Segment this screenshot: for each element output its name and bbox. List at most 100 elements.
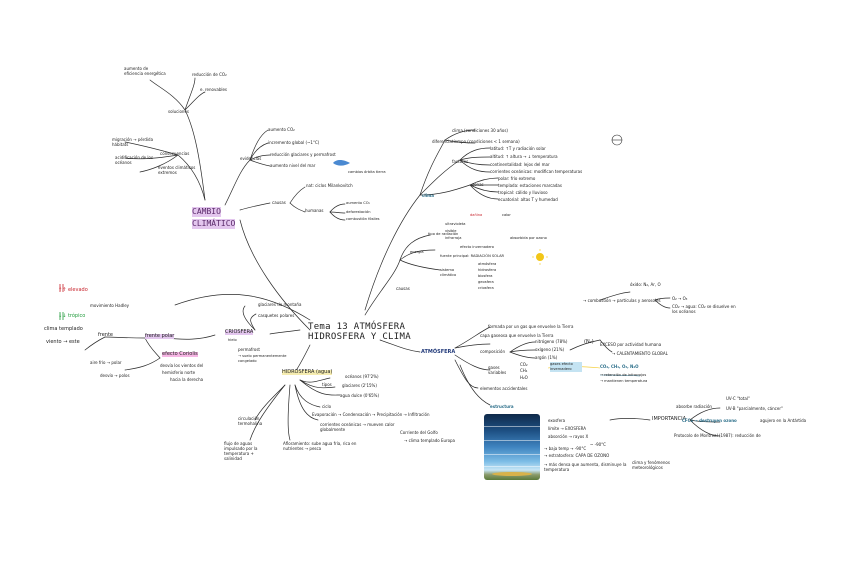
humanas-co2: aumento CO₂ [346,201,370,206]
imp-absorbe: absorbe radiación [676,404,712,409]
atmos-co2-oceanos: CO₂ → agua: CO₂ se disuelve en los océan… [672,304,738,314]
estr-absorcion: absorción → rayos X [548,434,588,439]
eventos-climaticos: eventos climáticos extremos [158,165,202,175]
consecuencias-label: consecuencias [160,151,189,156]
permafrost: permafrost [238,347,260,352]
clima-30anos: clima (condiciones 30 años) [452,128,508,133]
estr-exosfera: exosfera [548,418,565,423]
rad-infrarroja: infrarroja [445,236,461,241]
evidencias-label: evidencias [240,156,261,161]
coriolis-desc-1: desvía los vientos del [160,363,203,368]
comp-oxigeno: oxígeno (21%) [535,347,564,352]
elementos-accidentales: elementos accidentales [480,386,527,391]
zona-tropical: tropical: cálido y lluvioso [498,190,548,195]
coriolis-desc-3: hacia la derecha [170,377,203,382]
zona-templada: templada: estaciones marcadas [498,183,562,188]
atmos-o2o3: O₂ → O₃ [672,296,687,301]
estr-estratosfera: → estratosfera: CAPA DE OZONO [544,453,609,458]
calentamiento-global: → CALENTAMIENTO GLOBAL [612,351,668,356]
atmos-formada: formada por un gas que envuelve la Tierr… [488,324,573,329]
tiempo-semana: tiempo (condiciones < 1 semana) [452,139,520,144]
glaciares-montana: glaciares de montaña [258,302,301,307]
factor-latitud: latitud: ↑T y radiación solar [490,146,546,151]
imp-uvc: UV-C "total" [726,396,750,401]
causas-naturales: nat: ciclos Milankovitch [306,183,353,188]
migracion: migración → pérdida hábitats [112,137,162,147]
energia-label: energía [410,250,424,255]
sc-geosfera: geosfera [478,280,494,285]
gases-lista: CO₂, CH₄, O₃, N₂O [600,364,639,369]
atmos-capa: capa gaseosa que envuelve la Tierra [480,333,553,338]
suelo-congelado: → suelo permanentemente congelado [238,354,298,364]
gas-ch4: CH₄ [520,368,527,373]
atmos-composicion: composición [480,349,505,354]
hidro-ciclo-desc: Evaporación → Condensación → Precipitaci… [312,412,429,417]
comp-argon: argón (1%) [535,355,557,360]
comp-n2: (N₂) [584,340,594,345]
zonas-label: zonas [472,182,484,187]
clima-europa: → clima templado Europa [404,438,455,443]
circulacion-termohalina: circulación termohalina [238,416,274,426]
imp-uvb: UV-B "parcialmente, cáncer" [726,406,783,411]
hidro-ciclo: ciclo [322,404,331,409]
causas-label: causas [272,200,286,205]
clima-fenomenos: clima y fenómenos meteorológicos [632,460,694,470]
frente-label: frente [98,333,113,338]
rad-ozono: absorbida por ozono [510,236,547,241]
ground-strip [492,472,532,476]
clima-diferencia: diferencia [432,139,452,144]
estr-mesosfera: ~ -90°C [590,442,606,447]
clima-node: clima [422,193,434,198]
criosfera-hielo: hielo [228,338,237,343]
flujo-aguas: flujo de aguas impulsado por la temperat… [224,441,272,461]
sc-criosfera: criosfera [478,286,494,291]
hidrosfera-node: HIDROSFERA (agua) [282,370,332,375]
importancia-node: IMPORTANCIA [652,417,686,422]
humanas-combustion: combustión fósiles [346,217,380,222]
sc-biosfera: biosfera [478,274,493,279]
cambio-climatico-node-2: CLIMÁTICO [192,219,235,229]
zona-polar: polar: frío extremo [498,176,535,181]
cambio-climatico-node: CAMBIO [192,207,221,217]
atmos-combustion: → combustión → partículas y aerosoles [583,298,661,303]
rad-ultravioleta: ultravioleta [445,222,466,227]
frente-polar-node: frente polar [145,334,174,339]
tropico-label: ↓↓ trópico [58,314,85,319]
clima-templado: clima templado [44,327,83,332]
efecto-invernadero-label: efecto invernadero [460,245,494,250]
central-title: Tema 13 ATMÓSFERA HIDROSFERA Y CLIMA [308,322,411,342]
soluciones-label: soluciones [168,109,189,114]
sistema-climatico: sistema climático [440,268,470,278]
aumento-nivel-mar: aumento nivel del mar [270,163,315,168]
factor-continentalidad: continentalidad: lejos del mar [490,162,550,167]
coriolis-desc-2: hemisferio norte [162,370,195,375]
aumento-eficiencia: aumento de eficiencia energética [124,66,168,76]
gas-co2: CO₂ [520,362,528,367]
rad-visible: visible [445,229,457,234]
hidro-corrientes: corrientes oceánicas → mueven calor glob… [320,422,398,432]
title-line-1: Tema 13 ATMÓSFERA [308,322,411,332]
estr-baja: → baja temp → -90°C [544,446,586,451]
rad-danina: dañina [470,213,482,218]
atmosphere-layers-illustration [484,414,540,480]
hidro-agua-dulce: agua dulce (0'65%) [340,393,379,398]
reduccion-co2: reducción de CO₂ [192,72,227,77]
imp-protocolo: Protocolo de Montreal (1987): reducción … [674,433,761,438]
imp-cfcs: CFCs → destruyen ozono [682,418,737,423]
causas-humanas: humanas [305,208,324,213]
imp-agujero: agujero en la Antártida [760,418,806,423]
layer-line [484,440,540,441]
retencion-infrarrojos: → retención de infrarrojos [600,373,646,378]
reduccion-glaciares: reducción glaciares y permafrost [270,152,336,157]
factores-label: factores [452,159,468,164]
estructura-node: estructura [490,404,514,409]
aire-frio: aire frío → polar [90,360,122,365]
rad-calor: calor [502,213,511,218]
gases-variables: gases variables [488,365,510,375]
fuente-principal: fuente principal: RADIACIÓN SOLAR [440,254,504,259]
hadley-label: movimiento Hadley [90,303,129,308]
factor-altitud: altitud: ↑ altura → ↓ temperatura [490,154,558,159]
hidro-oceanos: océanos (97'2%) [345,374,379,379]
layer-line [484,454,540,455]
